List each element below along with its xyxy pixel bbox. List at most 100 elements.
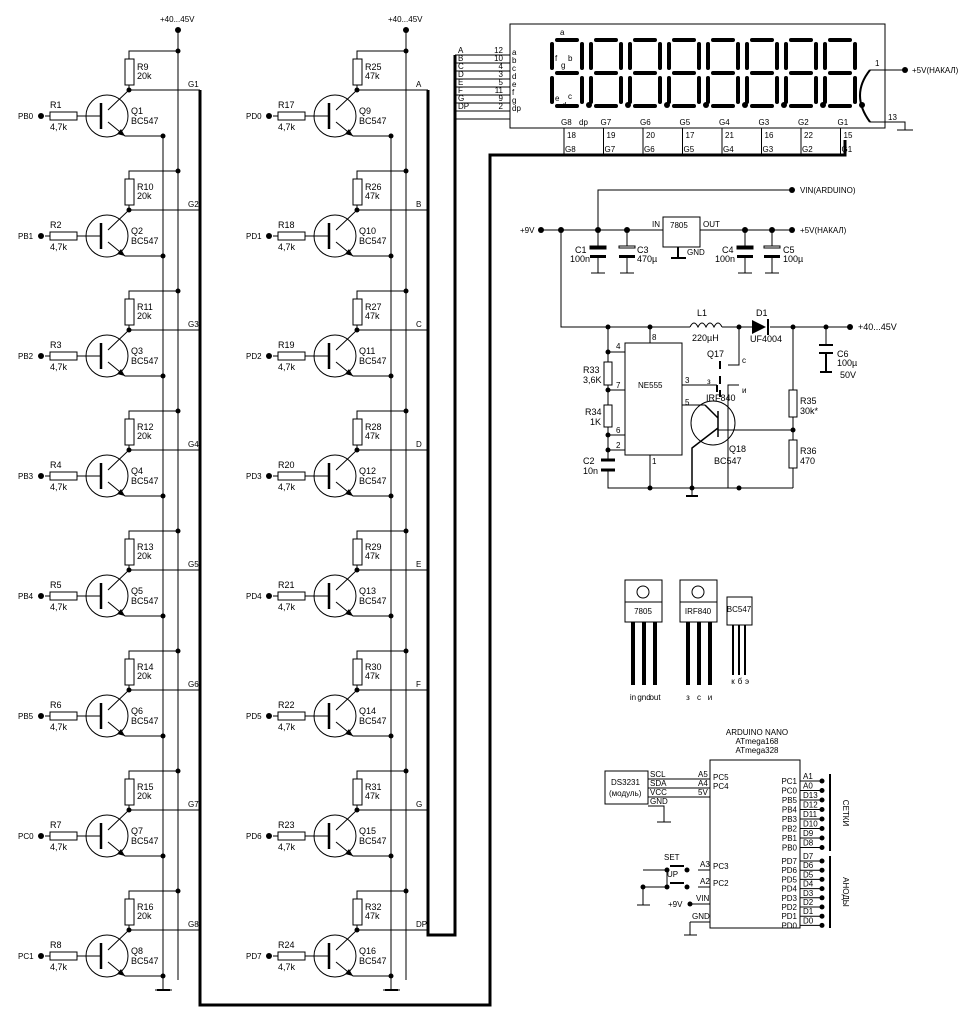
anodes-label: АНОДЫ xyxy=(841,877,850,907)
port-label: PD3 xyxy=(781,894,797,903)
segment xyxy=(814,42,818,70)
transistor-type: BC547 xyxy=(359,356,387,366)
output-net-label: G7 xyxy=(188,800,199,809)
grid-pin: 19 xyxy=(607,131,616,140)
collector-resistor-label: R10 xyxy=(137,182,154,192)
c5-label: C5 xyxy=(783,245,795,255)
junction-dot xyxy=(354,567,360,573)
stage-wires xyxy=(45,650,200,737)
package-leg xyxy=(744,625,746,675)
output-net-label: E xyxy=(416,560,421,569)
r35-label: R35 xyxy=(800,396,817,406)
base-resistor xyxy=(277,471,306,481)
junction-dot xyxy=(403,408,409,414)
pin-label: 1 xyxy=(875,59,880,68)
pin-label: D1 xyxy=(803,907,814,916)
input-label: PB1 xyxy=(18,232,34,241)
leg-label: gnd xyxy=(637,693,650,702)
set-button[interactable]: SET xyxy=(664,853,690,873)
c6-value: 100µ xyxy=(837,358,857,368)
npn-transistor-icon xyxy=(85,934,129,978)
port-label: PD1 xyxy=(781,912,797,921)
transistor-label: Q3 xyxy=(131,346,143,356)
pin-label: D13 xyxy=(803,791,818,800)
pin-label: D4 xyxy=(803,880,814,889)
segment xyxy=(633,71,657,75)
segment xyxy=(750,104,774,108)
pin-terminal xyxy=(819,886,825,892)
grid-net-label: G4 xyxy=(723,145,734,154)
base-resistor xyxy=(277,711,306,721)
segment-label: g xyxy=(561,61,565,70)
capacitor-wire xyxy=(620,230,634,274)
port-label: PD6 xyxy=(781,866,797,875)
grid-pin: 18 xyxy=(567,131,576,140)
segment xyxy=(711,71,735,75)
c1-label: C1 xyxy=(575,245,587,255)
pin-terminal xyxy=(819,876,825,882)
base-resistor-label: R1 xyxy=(50,100,62,110)
collector-resistor-label: R31 xyxy=(365,782,382,792)
port-label: PC1 xyxy=(781,777,797,786)
collector-resistor-value: 20k xyxy=(137,671,152,681)
collector-resistor-label: R27 xyxy=(365,302,382,312)
pin-label: D2 xyxy=(803,898,814,907)
filament-net-label: +5V(НАКАЛ) xyxy=(912,66,959,75)
segment-name: e xyxy=(512,80,517,89)
segment xyxy=(619,42,623,70)
segment-name: g xyxy=(512,96,516,105)
pin-label: 2 xyxy=(616,441,621,450)
input-label: PB0 xyxy=(18,112,34,121)
collector-resistor xyxy=(124,898,135,926)
collector-resistor xyxy=(124,778,135,806)
collector-resistor-label: R29 xyxy=(365,542,382,552)
segment xyxy=(555,71,579,75)
grid-net-label: G6 xyxy=(644,145,655,154)
segment xyxy=(550,42,554,70)
junction-dot xyxy=(160,133,166,139)
base-resistor-value: 4,7k xyxy=(278,122,296,132)
base-resistor-value: 4,7k xyxy=(278,962,296,972)
segment xyxy=(619,76,623,104)
output-net-label: G2 xyxy=(188,200,199,209)
base-resistor xyxy=(277,951,306,961)
ne555-label: NE555 xyxy=(638,381,663,390)
boost-output-label: +40...45V xyxy=(858,322,897,332)
base-resistor xyxy=(49,111,78,121)
segment xyxy=(750,71,774,75)
transistor-type: BC547 xyxy=(359,476,387,486)
pin-label: D8 xyxy=(803,839,814,848)
up-button[interactable]: UP xyxy=(664,870,690,890)
grid-label: G5 xyxy=(680,118,691,127)
pin-label: 6 xyxy=(616,426,621,435)
digit-icon xyxy=(784,38,826,108)
pin-terminal xyxy=(819,826,825,831)
c4-value: 100n xyxy=(715,254,735,264)
grid-label: G1 xyxy=(838,118,849,127)
output-net-label: G5 xyxy=(188,560,199,569)
emitter-arrow-icon xyxy=(117,369,125,376)
transistor-label: Q2 xyxy=(131,226,143,236)
rtc-name: DS3231 xyxy=(611,778,640,787)
leg-label: in xyxy=(630,693,636,702)
transistor-type: BC547 xyxy=(131,236,159,246)
leg-label: э xyxy=(745,677,749,686)
junction-dot xyxy=(175,48,181,54)
npn-transistor-icon xyxy=(85,214,129,258)
grid-label: G4 xyxy=(719,118,730,127)
junction-dot xyxy=(388,493,394,499)
input-label: PD0 xyxy=(246,112,262,121)
junction-dot xyxy=(160,253,166,259)
input-label: PB2 xyxy=(18,352,34,361)
collector-resistor xyxy=(124,418,135,446)
segment xyxy=(667,76,671,104)
output-net-label: G4 xyxy=(188,440,199,449)
rtc-pin: SDA xyxy=(650,779,667,788)
package-label: BC547 xyxy=(727,605,752,614)
junction-dot xyxy=(126,567,132,573)
input-label: PB4 xyxy=(18,592,34,601)
input-label: PD1 xyxy=(246,232,262,241)
